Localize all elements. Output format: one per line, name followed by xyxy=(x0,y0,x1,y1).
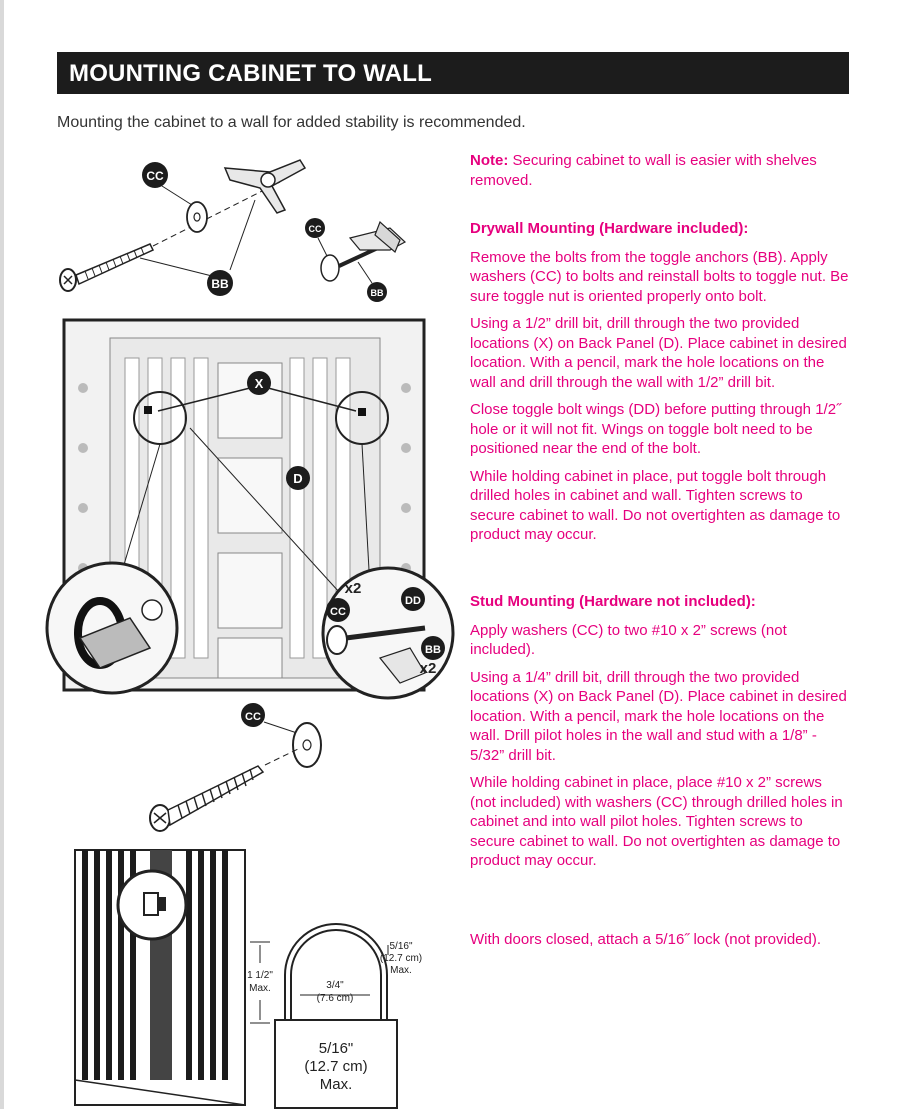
shackle-dia-max: Max. xyxy=(390,965,412,976)
stud-step-2: Using a 1/4” drill bit, drill through th… xyxy=(470,668,847,764)
cabinet-back-panel-illustration: X D x2 CC DD BB x2 xyxy=(45,318,455,700)
shackle-dia-cm: (12.7 cm) xyxy=(380,953,422,964)
bb-label-small: BB xyxy=(371,288,384,298)
intro-text: Mounting the cabinet to a wall for added… xyxy=(57,114,526,131)
shackle-dia: 5/16" xyxy=(389,941,412,952)
dd-label: DD xyxy=(405,595,421,607)
body-dia: 5/16" xyxy=(319,1040,354,1057)
inner-width-dim: 3/4" xyxy=(326,980,344,991)
bb-label-detail: BB xyxy=(425,644,441,656)
section-title: MOUNTING CABINET TO WALL xyxy=(69,60,432,87)
height-max: Max. xyxy=(249,983,271,994)
height-dim: 1 1/2" xyxy=(247,970,273,981)
stud-step-3: While holding cabinet in place, place #1… xyxy=(470,774,843,869)
note-paragraph: Note: Securing cabinet to wall is easier… xyxy=(470,151,850,198)
cc-label-small: CC xyxy=(309,224,322,234)
body-dia-cm: (12.7 cm) xyxy=(304,1058,367,1075)
toggle-wing-icon xyxy=(223,159,307,214)
drywall-step-4: While holding cabinet in place, put togg… xyxy=(470,467,841,544)
d-label: D xyxy=(293,471,302,486)
stud-step-1: Apply washers (CC) to two #10 x 2” screw… xyxy=(470,621,787,659)
toggle-bolt-icon xyxy=(59,243,155,292)
lock-note: With doors closed, attach a 5/16˝ lock (… xyxy=(470,931,822,948)
body-dia-max: Max. xyxy=(320,1076,353,1093)
padlock-icon xyxy=(274,923,398,1109)
stud-section: Stud Mounting (Hardware not included): A… xyxy=(470,592,850,879)
drywall-step-2: Using a 1/2” drill bit, drill through th… xyxy=(470,315,847,391)
screw-washer-illustration: CC xyxy=(149,703,322,832)
drywall-heading: Drywall Mounting (Hardware included): xyxy=(470,220,749,237)
x2-label-bottom: x2 xyxy=(420,660,437,677)
bb-label: BB xyxy=(211,277,229,291)
inner-width-cm: (7.6 cm) xyxy=(317,993,354,1004)
note-label: Note: xyxy=(470,152,509,169)
section-title-bar: MOUNTING CABINET TO WALL xyxy=(57,52,849,94)
cc-label-screw: CC xyxy=(245,711,261,723)
cc-label: CC xyxy=(146,169,164,183)
screw-icon xyxy=(149,765,265,832)
cc-label-detail: CC xyxy=(330,606,346,618)
page-left-edge xyxy=(0,0,4,1109)
drywall-step-3: Close toggle bolt wings (DD) before putt… xyxy=(470,401,842,457)
x-label: X xyxy=(255,376,264,391)
x2-label-top: x2 xyxy=(345,580,362,597)
drywall-section: Drywall Mounting (Hardware included): Re… xyxy=(470,219,850,553)
drywall-step-1: Remove the bolts from the toggle anchors… xyxy=(470,248,849,305)
note-text: Securing cabinet to wall is easier with … xyxy=(470,152,817,189)
lock-illustration: 1 1/2" Max. 3/4" (7.6 cm) 5/16" (12.7 cm… xyxy=(74,849,422,1109)
stud-heading: Stud Mounting (Hardware not included): xyxy=(470,593,756,610)
toggle-bolt-illustration: CC BB CC BB xyxy=(59,159,407,302)
